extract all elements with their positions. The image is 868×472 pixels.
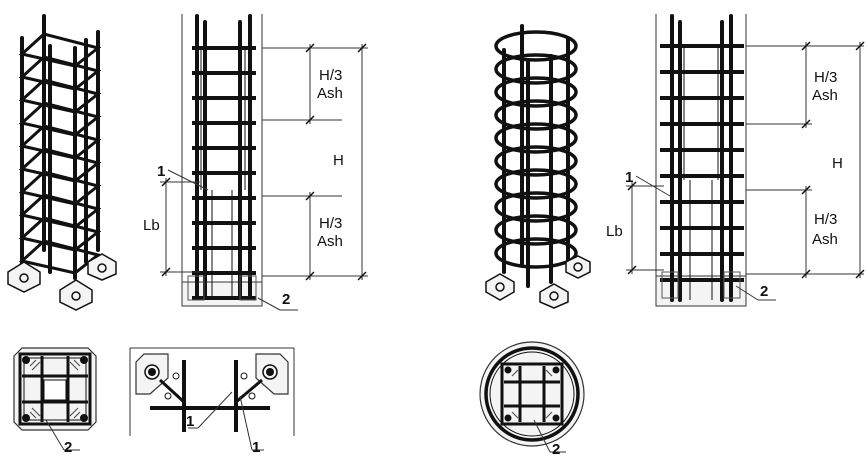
sq-dim-total: H [333, 152, 344, 169]
rd-dim-bottom-line2: Ash [812, 231, 838, 248]
square-column-plan: 2 [13, 347, 97, 456]
sq-dim-bottom-line2: Ash [317, 233, 343, 250]
rd-dim-lap: Lb [606, 223, 623, 240]
spiral-hoop [494, 168, 578, 200]
square-column-plan-detail: 1 1 [129, 347, 295, 456]
spiral-hoop [494, 237, 578, 269]
sq-plan-callout: 2 [64, 439, 72, 456]
square-cage-isometric [7, 14, 117, 311]
spiral-hoop [494, 30, 578, 62]
spiral-hoop [494, 122, 578, 154]
spiral-hoop [494, 76, 578, 108]
rd-callout-bar: 1 [625, 169, 633, 186]
spiral-hoop [494, 191, 578, 223]
spiral-hoop [494, 99, 578, 131]
spiral-hoop [494, 53, 578, 85]
square-column-elevation: H/3 Ash H H/3 Ash Lb 1 2 [143, 14, 368, 311]
round-column-elevation: H/3 Ash H H/3 Ash Lb 1 2 [606, 14, 865, 307]
sq-dim-top-line1: H/3 [319, 67, 342, 84]
round-column-plan: 2 [479, 341, 585, 458]
sq-dim-lap: Lb [143, 217, 160, 234]
spiral-hoop [494, 145, 578, 177]
rd-dim-top-line2: Ash [812, 87, 838, 104]
rd-dim-bottom-line1: H/3 [814, 211, 837, 228]
round-cage-isometric [485, 24, 591, 309]
sq-callout-base: 2 [282, 291, 290, 308]
rd-dim-total: H [832, 155, 843, 172]
sq-dim-bottom-line1: H/3 [319, 215, 342, 232]
rd-plan-callout: 2 [552, 441, 560, 458]
tie-hoop [18, 239, 102, 275]
rd-dim-top-line1: H/3 [814, 69, 837, 86]
spiral-hoop [494, 214, 578, 246]
sq-detail-callout-right: 1 [252, 439, 260, 456]
rd-callout-base: 2 [760, 283, 768, 300]
sq-dim-top-line2: Ash [317, 85, 343, 102]
sq-callout-bar: 1 [157, 163, 165, 180]
sq-detail-callout-center: 1 [186, 413, 194, 430]
